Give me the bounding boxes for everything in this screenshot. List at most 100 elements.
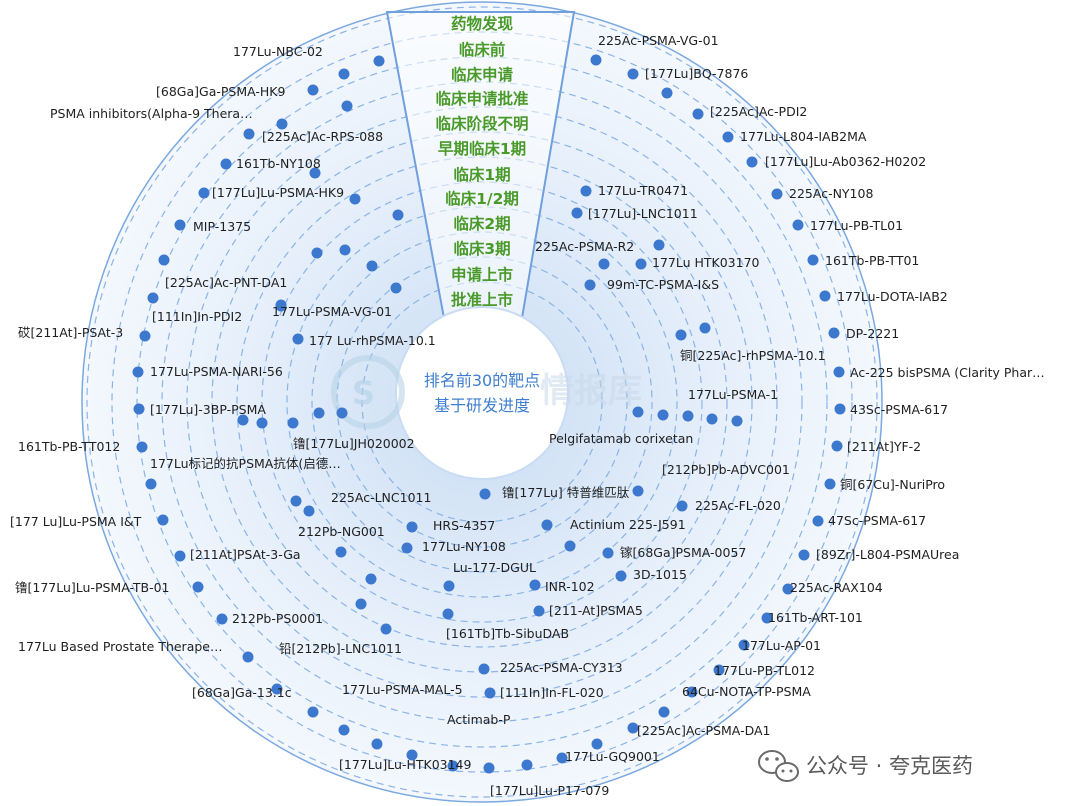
drug-dot (699, 322, 711, 334)
drug-dot (174, 550, 186, 562)
drug-dot (580, 185, 592, 197)
drug-dot (584, 279, 596, 291)
drug-dot (145, 478, 157, 490)
stage-ring (336, 256, 628, 548)
drug-dot (307, 84, 319, 96)
drug-label: [225Ac]Ac-PDI2 (710, 104, 807, 119)
drug-label: 177Lu-NBC-02 (233, 44, 323, 59)
drug-dot (292, 333, 304, 345)
stage-label: 临床1期 (453, 165, 510, 184)
drug-label: 177Lu标记的抗PSMA抗体(启德… (150, 456, 341, 471)
drug-dot (632, 406, 644, 418)
wechat-icon (758, 750, 799, 782)
center-title-line2: 基于研发进度 (434, 396, 530, 415)
drug-dot (338, 68, 350, 80)
stage-label: 临床申请 (451, 65, 514, 84)
drug-dot (746, 156, 758, 168)
drug-dot (564, 540, 576, 552)
drug-dot (243, 128, 255, 140)
drug-label: 225Ac-PSMA-VG-01 (598, 33, 719, 48)
drug-dot (782, 583, 794, 595)
drug-dot (478, 663, 490, 675)
drug-dot (722, 131, 734, 143)
drug-dot (341, 100, 353, 112)
drug-label: 225Ac-LNC1011 (331, 490, 431, 505)
drug-dot (661, 87, 673, 99)
drug-label: 铜[225Ac]-rhPSMA-10.1 (680, 348, 826, 363)
drug-dot (692, 108, 704, 120)
drug-label: 177Lu-PB-TL01 (810, 218, 903, 233)
drug-label: [225Ac]Ac-PSMA-DA1 (637, 723, 770, 738)
drug-dot (220, 158, 232, 170)
drug-dot (812, 515, 824, 527)
drug-dot (819, 290, 831, 302)
drug-label: Pelgifatamab corixetan (549, 431, 693, 446)
center-watermark-logo: S (331, 355, 405, 429)
drug-label: HRS-4357 (433, 518, 495, 533)
drug-dot (406, 521, 418, 533)
drug-dot (682, 410, 694, 422)
drug-label: [177Lu]Lu-PSMA-HK9 (212, 185, 344, 200)
drug-dot (303, 505, 315, 517)
stage-label: 临床申请批准 (435, 89, 529, 108)
drug-dot (290, 495, 302, 507)
drug-label: 177Lu-PSMA-MAL-5 (342, 682, 463, 697)
drug-dot (602, 547, 614, 559)
drug-dot (339, 244, 351, 256)
drug-label: 177Lu-DOTA-IAB2 (837, 289, 948, 304)
drug-dot (834, 403, 846, 415)
drug-dot (133, 403, 145, 415)
drug-label: 177Lu-PSMA-VG-01 (272, 304, 392, 319)
stage-label: 临床2期 (453, 214, 510, 233)
drug-label: 64Cu-NOTA-TP-PSMA (682, 684, 811, 699)
drug-label: 225Ac-RAX104 (790, 580, 883, 595)
drug-dot (828, 327, 840, 339)
drug-dot (275, 299, 287, 311)
drug-label: 177Lu HTK03170 (652, 255, 760, 270)
drug-dot (136, 441, 148, 453)
drug-dot (598, 258, 610, 270)
drug-label: [177Lu]Lu-Ab0362-H0202 (765, 154, 926, 169)
drug-dot (287, 417, 299, 429)
drug-dot (675, 329, 687, 341)
drug-dot (807, 254, 819, 266)
drug-dot (380, 623, 392, 635)
drug-dot (373, 55, 385, 67)
drug-label: 177Lu Based Prostate Therape… (18, 639, 223, 654)
drug-label: Lu-177-DGUL (453, 560, 536, 575)
drug-label: 177Lu-PB-TL012 (714, 663, 815, 678)
drug-label: PSMA inhibitors(Alpha-9 Thera… (50, 106, 253, 121)
center-circle (395, 306, 569, 480)
drug-label: [177 Lu]Lu-PSMA I&T (10, 514, 142, 529)
drug-label: 177Lu-AP-01 (742, 638, 821, 653)
drug-dot (271, 683, 283, 695)
drug-dot (313, 407, 325, 419)
drug-dot (338, 724, 350, 736)
drug-dot (157, 514, 169, 526)
drug-label: 177Lu-PSMA-NARI-56 (150, 364, 283, 379)
drug-label: [89Zr]-L804-PSMAUrea (816, 547, 959, 562)
drug-label: MIP-1375 (193, 219, 251, 234)
drug-label: 225Ac-PSMA-R2 (535, 239, 634, 254)
drug-dot (442, 608, 454, 620)
drug-label: 225Ac-NY108 (789, 186, 873, 201)
drug-label: 225Ac-FL-020 (695, 498, 781, 513)
drug-dot (242, 651, 254, 663)
drug-dot (366, 260, 378, 272)
stage-label: 临床前 (459, 40, 506, 59)
drug-markers: 225Ac-PSMA-VG-01[177Lu]BQ-7876[225Ac]Ac-… (10, 33, 1045, 798)
drug-dot (798, 549, 810, 561)
drug-dot (237, 414, 249, 426)
center-title-line1: 排名前30的靶点 (424, 371, 540, 390)
drug-label: 212Pb-PS0001 (232, 611, 323, 626)
drug-label: 铜[67Cu]-NuriPro (840, 477, 945, 492)
drug-dot (443, 580, 455, 592)
watermark-text: 情报库 (540, 371, 642, 411)
stage-label: 临床阶段不明 (435, 114, 528, 133)
drug-label: 177Lu-NY108 (422, 539, 506, 554)
drug-dot (406, 749, 418, 761)
drug-dot (479, 488, 491, 500)
drug-label: [177Lu]Lu-HTK03149 (339, 757, 471, 772)
drug-dot (761, 612, 773, 624)
brand-text: 公众号 · 夸克医药 (806, 754, 973, 778)
